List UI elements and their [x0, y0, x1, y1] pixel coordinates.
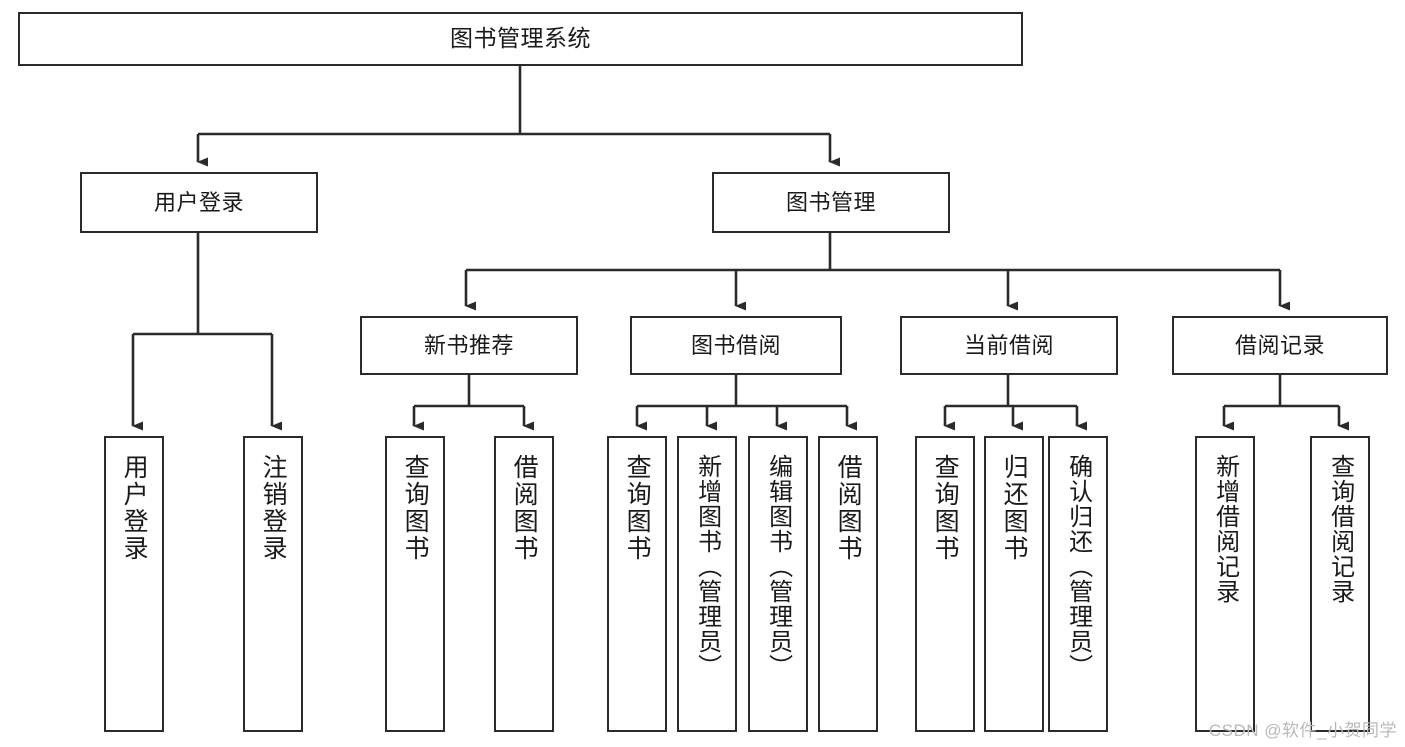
node-book-borrow-label: 图书借阅: [690, 332, 781, 358]
node-user-login[interactable]: 用户登录: [80, 172, 318, 233]
node-leaf-query-book-2-label: 查询图书: [623, 454, 652, 562]
node-current-borrow-label: 当前借阅: [963, 332, 1054, 358]
node-leaf-return-book-label: 归还图书: [1000, 454, 1029, 562]
node-current-borrow[interactable]: 当前借阅: [900, 316, 1118, 375]
node-leaf-confirm-return[interactable]: 确认归还（管理员）: [1048, 436, 1108, 732]
node-leaf-query-record[interactable]: 查询借阅记录: [1310, 436, 1370, 732]
node-root[interactable]: 图书管理系统: [18, 12, 1023, 66]
node-book-management-label: 图书管理: [785, 189, 876, 215]
node-user-login-label: 用户登录: [153, 189, 244, 215]
node-leaf-query-book-1[interactable]: 查询图书: [385, 436, 445, 732]
node-leaf-add-book-label: 新增图书（管理员）: [693, 454, 721, 679]
node-leaf-query-book-1-label: 查询图书: [401, 454, 430, 562]
node-borrow-record-label: 借阅记录: [1234, 332, 1325, 358]
node-book-borrow[interactable]: 图书借阅: [630, 316, 842, 375]
node-book-management[interactable]: 图书管理: [712, 172, 950, 233]
node-leaf-user-login[interactable]: 用户登录: [104, 436, 164, 732]
node-new-book-recommend-label: 新书推荐: [423, 332, 514, 358]
node-leaf-query-book-2[interactable]: 查询图书: [607, 436, 667, 732]
node-leaf-return-book[interactable]: 归还图书: [984, 436, 1044, 732]
node-leaf-logout-login-label: 注销登录: [259, 454, 288, 562]
node-leaf-logout-login[interactable]: 注销登录: [243, 436, 303, 732]
node-leaf-edit-book[interactable]: 编辑图书（管理员）: [748, 436, 808, 732]
node-leaf-query-book-3[interactable]: 查询图书: [915, 436, 975, 732]
node-leaf-add-record[interactable]: 新增借阅记录: [1195, 436, 1255, 732]
node-leaf-add-record-label: 新增借阅记录: [1211, 454, 1239, 604]
node-leaf-confirm-return-label: 确认归还（管理员）: [1064, 454, 1092, 679]
node-leaf-edit-book-label: 编辑图书（管理员）: [764, 454, 792, 679]
node-leaf-query-book-3-label: 查询图书: [931, 454, 960, 562]
node-leaf-borrow-book-2[interactable]: 借阅图书: [818, 436, 878, 732]
node-leaf-borrow-book-2-label: 借阅图书: [834, 454, 863, 562]
node-leaf-add-book[interactable]: 新增图书（管理员）: [677, 436, 737, 732]
node-leaf-borrow-book-1-label: 借阅图书: [510, 454, 539, 562]
node-new-book-recommend[interactable]: 新书推荐: [360, 316, 578, 375]
node-leaf-query-record-label: 查询借阅记录: [1326, 454, 1354, 604]
node-leaf-borrow-book-1[interactable]: 借阅图书: [494, 436, 554, 732]
node-borrow-record[interactable]: 借阅记录: [1172, 316, 1388, 375]
node-leaf-user-login-label: 用户登录: [120, 454, 149, 562]
node-root-label: 图书管理系统: [450, 25, 591, 52]
